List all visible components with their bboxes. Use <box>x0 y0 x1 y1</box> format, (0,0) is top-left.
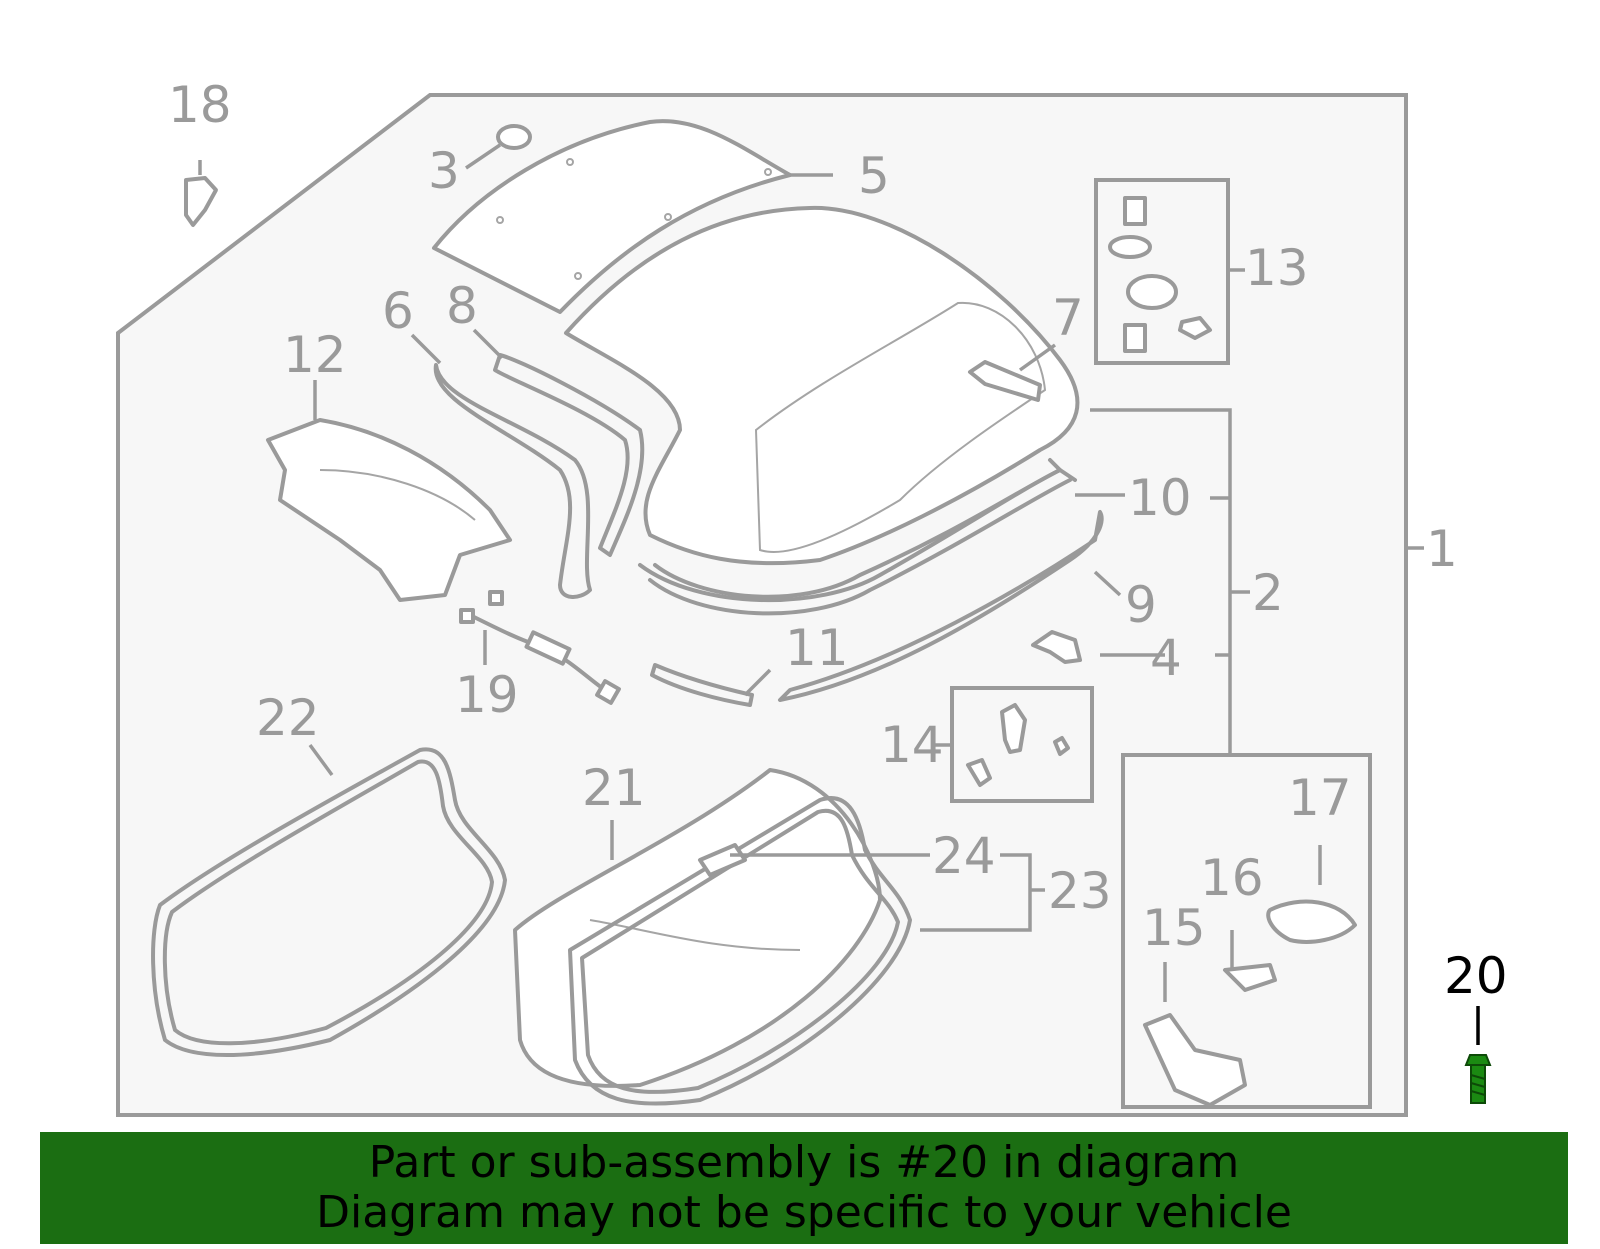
callout-1: 1 <box>1426 520 1458 578</box>
latch-15 <box>1143 1013 1247 1107</box>
callout-6: 6 <box>382 282 414 340</box>
callout-24: 24 <box>932 827 996 885</box>
trim-panel-12 <box>266 418 512 602</box>
callout-17: 17 <box>1288 769 1352 827</box>
bolt-20-highlighted <box>1464 1054 1492 1104</box>
notice-banner: Part or sub-assembly is #20 in diagram D… <box>40 1132 1568 1244</box>
callout-7: 7 <box>1052 289 1084 347</box>
callout-9: 9 <box>1125 576 1157 634</box>
window-clip-7 <box>968 360 1042 402</box>
callout-16: 16 <box>1200 849 1264 907</box>
callout-19: 19 <box>455 666 519 724</box>
callout-21: 21 <box>582 759 646 817</box>
seal-22 <box>151 747 507 1057</box>
callout-13: 13 <box>1245 239 1309 297</box>
banner-line-2: Diagram may not be specific to your vehi… <box>316 1187 1292 1238</box>
callout-11: 11 <box>785 619 849 677</box>
strip-6 <box>433 363 592 599</box>
plate-16 <box>1223 963 1277 992</box>
callout-23: 23 <box>1048 862 1112 920</box>
clip-18 <box>184 176 218 227</box>
hardware-box-13 <box>1094 178 1230 365</box>
callout-14: 14 <box>880 716 944 774</box>
callout-18: 18 <box>168 76 232 134</box>
callout-4: 4 <box>1150 629 1182 687</box>
weatherstrip-9 <box>778 510 1104 702</box>
callout-8: 8 <box>446 277 478 335</box>
insert-24 <box>698 843 747 877</box>
strip-8 <box>493 353 645 557</box>
callout-3: 3 <box>428 142 460 200</box>
callout-2: 2 <box>1252 564 1284 622</box>
headliner-pad-5 <box>432 119 792 314</box>
callout-5: 5 <box>858 147 890 205</box>
bracket-4 <box>1031 630 1082 664</box>
trunk-lid-21 <box>513 768 882 1088</box>
assembly-panel <box>116 93 1408 1117</box>
callout-20: 20 <box>1444 947 1508 1005</box>
callout-22: 22 <box>256 689 320 747</box>
weatherstrip-11 <box>650 663 754 707</box>
knob-3 <box>496 124 532 150</box>
banner-line-1: Part or sub-assembly is #20 in diagram <box>368 1137 1240 1188</box>
cover-17 <box>1266 899 1357 944</box>
callout-10: 10 <box>1128 469 1192 527</box>
callout-12: 12 <box>283 326 347 384</box>
callout-15: 15 <box>1142 899 1206 957</box>
weatherstrip-10 <box>638 468 1077 603</box>
